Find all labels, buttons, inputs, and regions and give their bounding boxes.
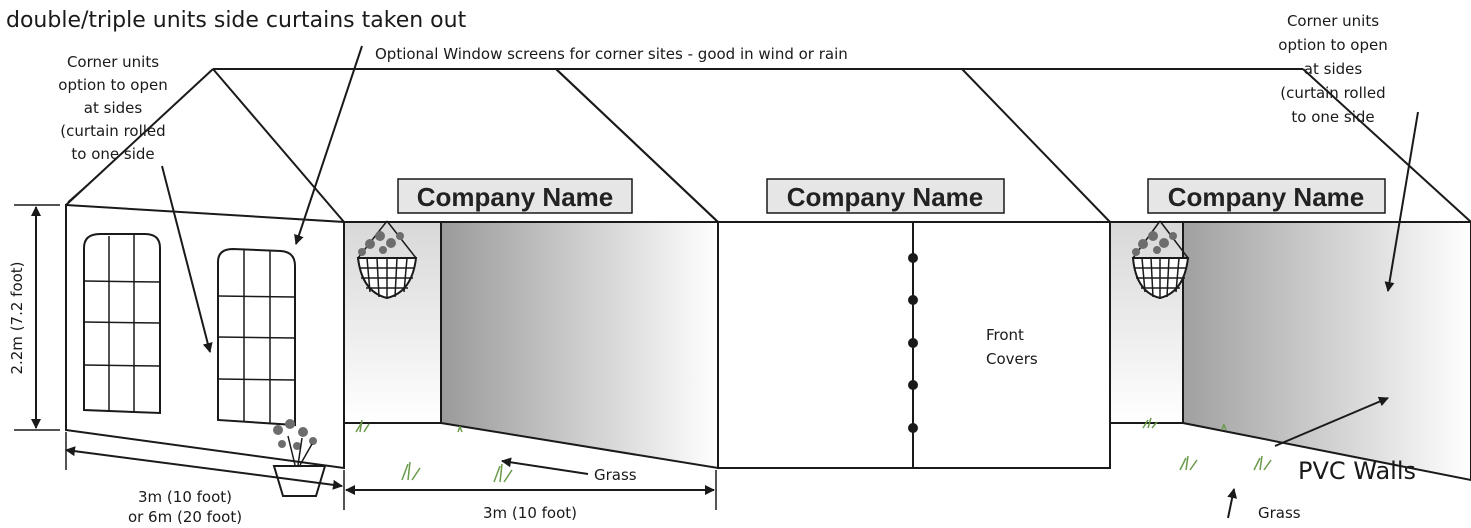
- svg-text:Front: Front: [986, 326, 1024, 344]
- svg-text:(curtain rolled: (curtain rolled: [1280, 84, 1385, 102]
- window-screen-right: [217, 247, 296, 427]
- width-dimension-middle: 3m (10 foot): [343, 470, 717, 522]
- height-dimension: 2.2m (7.2 foot): [8, 204, 60, 431]
- left-back-wall: [440, 221, 719, 470]
- middle-unit: [555, 68, 1111, 469]
- grass-note-middle: Grass: [501, 457, 637, 484]
- svg-text:Grass: Grass: [1258, 504, 1301, 522]
- optional-screens-callout: Optional Window screens for corner sites…: [294, 45, 848, 245]
- svg-text:at sides: at sides: [84, 99, 143, 117]
- svg-text:2.2m (7.2 foot): 2.2m (7.2 foot): [8, 261, 26, 374]
- svg-text:to one side: to one side: [1291, 108, 1374, 126]
- left-roof-slope: [212, 68, 345, 223]
- grass-note-right: Grass: [1227, 488, 1301, 522]
- svg-text:(curtain rolled: (curtain rolled: [60, 122, 165, 140]
- svg-text:option to open: option to open: [58, 76, 167, 94]
- svg-text:option to open: option to open: [1278, 36, 1387, 54]
- hanging-basket-right: [1131, 220, 1190, 300]
- window-screen-left: [83, 233, 161, 415]
- front-covers-note: Front Covers: [986, 326, 1038, 368]
- svg-text:Corner units: Corner units: [1287, 12, 1379, 30]
- svg-text:or 6m (20 foot): or 6m (20 foot): [128, 508, 242, 526]
- svg-text:Company Name: Company Name: [1168, 182, 1365, 212]
- company-sign-3: Company Name: [1147, 178, 1386, 214]
- company-sign-1: Company Name: [397, 178, 633, 214]
- svg-text:Company Name: Company Name: [787, 182, 984, 212]
- svg-text:Company Name: Company Name: [417, 182, 614, 212]
- width-dimension-left: 3m (10 foot) or 6m (20 foot): [65, 432, 343, 526]
- right-back-wall: [1182, 221, 1471, 482]
- svg-text:Covers: Covers: [986, 350, 1038, 368]
- svg-text:Corner units: Corner units: [67, 53, 159, 71]
- svg-text:PVC Walls: PVC Walls: [1298, 457, 1416, 485]
- svg-text:to one side: to one side: [71, 145, 154, 163]
- company-sign-2: Company Name: [766, 178, 1005, 214]
- svg-text:Optional Window screens for co: Optional Window screens for corner sites…: [375, 45, 848, 63]
- corner-units-note-left: Corner units option to open at sides (cu…: [58, 53, 213, 353]
- svg-text:at sides: at sides: [1304, 60, 1363, 78]
- corner-units-note-right: Corner units option to open at sides (cu…: [1278, 12, 1419, 292]
- hanging-basket-left: [356, 220, 418, 300]
- diagram-heading: double/triple units side curtains taken …: [6, 8, 467, 33]
- svg-text:Grass: Grass: [594, 466, 637, 484]
- toggle-fasteners: [908, 253, 918, 433]
- svg-text:3m (10 foot): 3m (10 foot): [483, 504, 577, 522]
- pvc-walls-note: PVC Walls: [1274, 396, 1416, 485]
- right-inner-wall: [1109, 221, 1184, 424]
- svg-text:3m (10 foot): 3m (10 foot): [138, 488, 232, 506]
